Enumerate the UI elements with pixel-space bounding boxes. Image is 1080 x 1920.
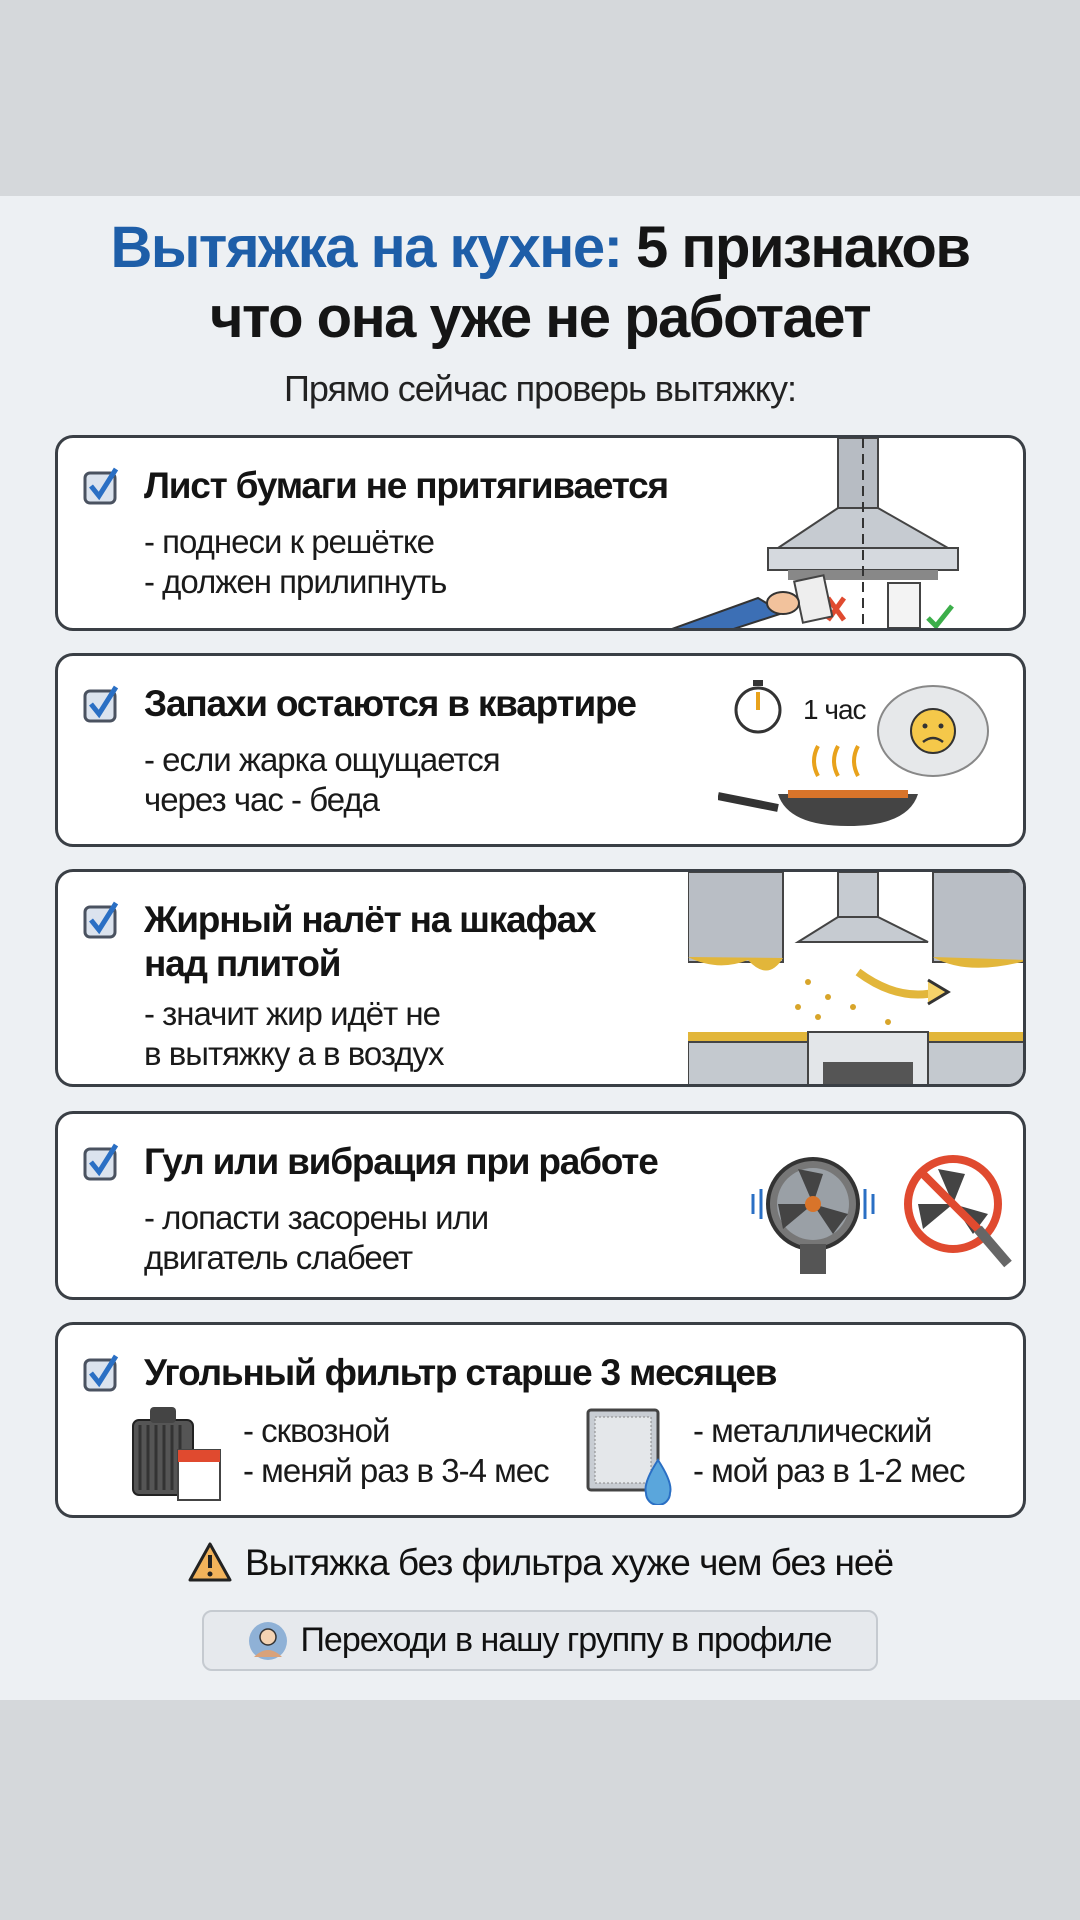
sign-heading: над плитой [144,943,341,984]
checkbox-icon [83,685,119,723]
checkbox-icon [83,901,119,939]
charcoal-filter-calendar-icon [132,1407,221,1501]
sign-heading: Запахи остаются в квартире [144,683,637,724]
warning-note: Вытяжка без фильтра хуже чем без неё [0,1541,1080,1584]
broken-fan-icon [904,1155,1012,1268]
sign-line: - лопасти засорены или [144,1199,489,1236]
group-link-button[interactable]: Переходи в нашу группу в профиле [202,1610,878,1671]
filter-line: - металлический [693,1412,932,1449]
avatar-icon [249,1621,288,1660]
checkbox-icon [83,1354,119,1392]
filter-line: - мой раз в 1-2 мес [693,1452,966,1489]
sign-line: - поднеси к решётке [144,523,435,560]
checkbox-icon [83,1143,119,1181]
subtitle: Прямо сейчас проверь вытяжку: [284,368,797,409]
sign-card-5: Угольный фильтр старше 3 месяцев - сквоз… [55,1322,1026,1518]
checkbox-icon [83,467,119,505]
title-line-1: Вытяжка на кухне: 5 признаков [0,214,1080,281]
title-line-2: что она уже не работает [209,285,872,350]
range-hood-paper-test-icon [671,438,959,628]
warning-icon [188,1542,232,1582]
vibrating-fan-icon [751,1157,875,1274]
sign-line: - значит жир идёт не [144,995,441,1032]
sign-line: - если жарка ощущается [144,741,501,778]
sign-card-3: Жирный налёт на шкафах над плитой - знач… [55,869,1026,1087]
group-link-label: Переходи в нашу группу в профиле [300,1621,832,1659]
stopwatch-icon [734,680,782,734]
sign-heading: Гул или вибрация при работе [144,1141,659,1182]
sign-heading: Лист бумаги не притягивается [144,465,669,506]
title-accent: Вытяжка на кухне: [110,215,622,280]
filter-line: - меняй раз в 3-4 мес [243,1452,550,1489]
sign-heading: Жирный налёт на шкафах [144,899,597,940]
sign-card-2: Запахи остаются в квартире - если жарка … [55,653,1026,847]
sign-card-4: Гул или вибрация при работе - лопасти за… [55,1111,1026,1300]
title-count: 5 признаков [636,215,971,280]
metal-filter-water-icon [586,1408,672,1505]
sign-line: через час - беда [144,781,380,818]
timer-label: 1 час [803,694,867,725]
warning-text: Вытяжка без фильтра хуже чем без неё [244,1542,894,1583]
sign-line: в вытяжку а в воздух [144,1035,445,1072]
sign-line: - должен прилипнуть [144,563,447,600]
greasy-kitchen-cabinets-icon [688,872,1023,1084]
sign-heading: Угольный фильтр старше 3 месяцев [144,1352,777,1393]
sign-line: двигатель слабеет [144,1239,413,1276]
filter-line: - сквозной [243,1412,390,1449]
sign-card-1: Лист бумаги не притягивается - поднеси к… [55,435,1026,631]
frying-pan-smell-icon [718,685,989,826]
